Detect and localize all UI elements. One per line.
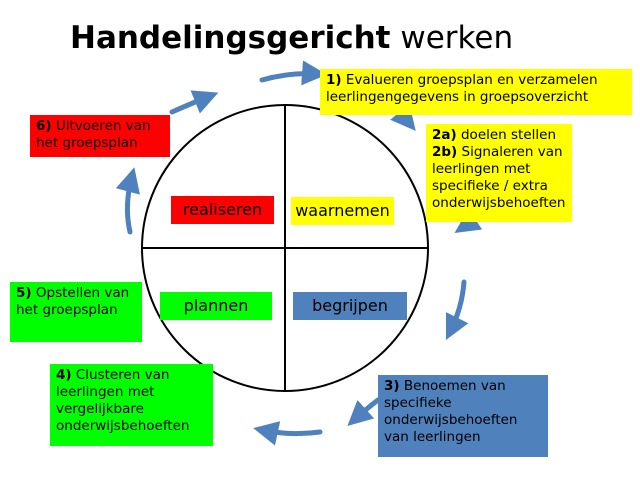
step-4-box: 4) Clusteren van leerlingen met vergelij… [50,364,213,446]
step-5-box: 5) Opstellen van het groepsplan [10,282,142,342]
title-bold-part: Handelingsgericht [70,20,391,56]
step-2a-text: doelen stellen [460,127,557,143]
step-6-number: 6) [36,118,52,134]
cycle-arrows [115,60,483,446]
step-5-text: Opstellen van het groepsplan [16,285,130,318]
step-2b-line: 2b) Signaleren van leerlingen met specif… [432,144,566,212]
step-2-box: 2a) doelen stellen 2b) Signaleren van le… [426,124,572,222]
step-6-box: 6) Uitvoeren van het groepsplan [30,115,170,157]
cycle-arrow [253,421,323,446]
quadrant-waarnemen: waarnemen [291,197,394,225]
cycle-arrow [347,397,381,427]
step-2a-number: 2a) [432,127,457,143]
cycle-arrow [259,60,327,86]
step-2a-line: 2a) doelen stellen [432,127,566,144]
page-title: Handelingsgericht werken [70,18,513,58]
quadrant-begrijpen: begrijpen [293,292,407,320]
step-2b-number: 2b) [432,144,458,160]
cycle-arrow [454,208,483,233]
step-1-number: 1) [326,72,342,88]
step-2b-text: Signaleren van leerlingen met specifieke… [432,144,566,211]
step-3-text: Benoemen van specifieke onderwijsbehoeft… [384,378,518,445]
cycle-arrow [115,167,140,235]
step-3-number: 3) [384,378,400,394]
step-3-box: 3) Benoemen van specifieke onderwijsbeho… [378,375,548,457]
cycle-arrow [169,90,219,115]
title-regular-part: werken [400,20,514,56]
step-6-text: Uitvoeren van het groepsplan [36,118,151,151]
quadrant-realiseren: realiseren [171,196,274,224]
step-5-number: 5) [16,285,32,301]
step-4-number: 4) [56,367,72,383]
quadrant-plannen: plannen [160,292,272,320]
step-4-text: Clusteren van leerlingen met vergelijkba… [56,367,190,434]
step-1-text: Evalueren groepsplan en verzamelen leerl… [326,72,598,105]
step-1-box: 1) Evalueren groepsplan en verzamelen le… [320,69,632,115]
cycle-arrow [445,279,469,341]
